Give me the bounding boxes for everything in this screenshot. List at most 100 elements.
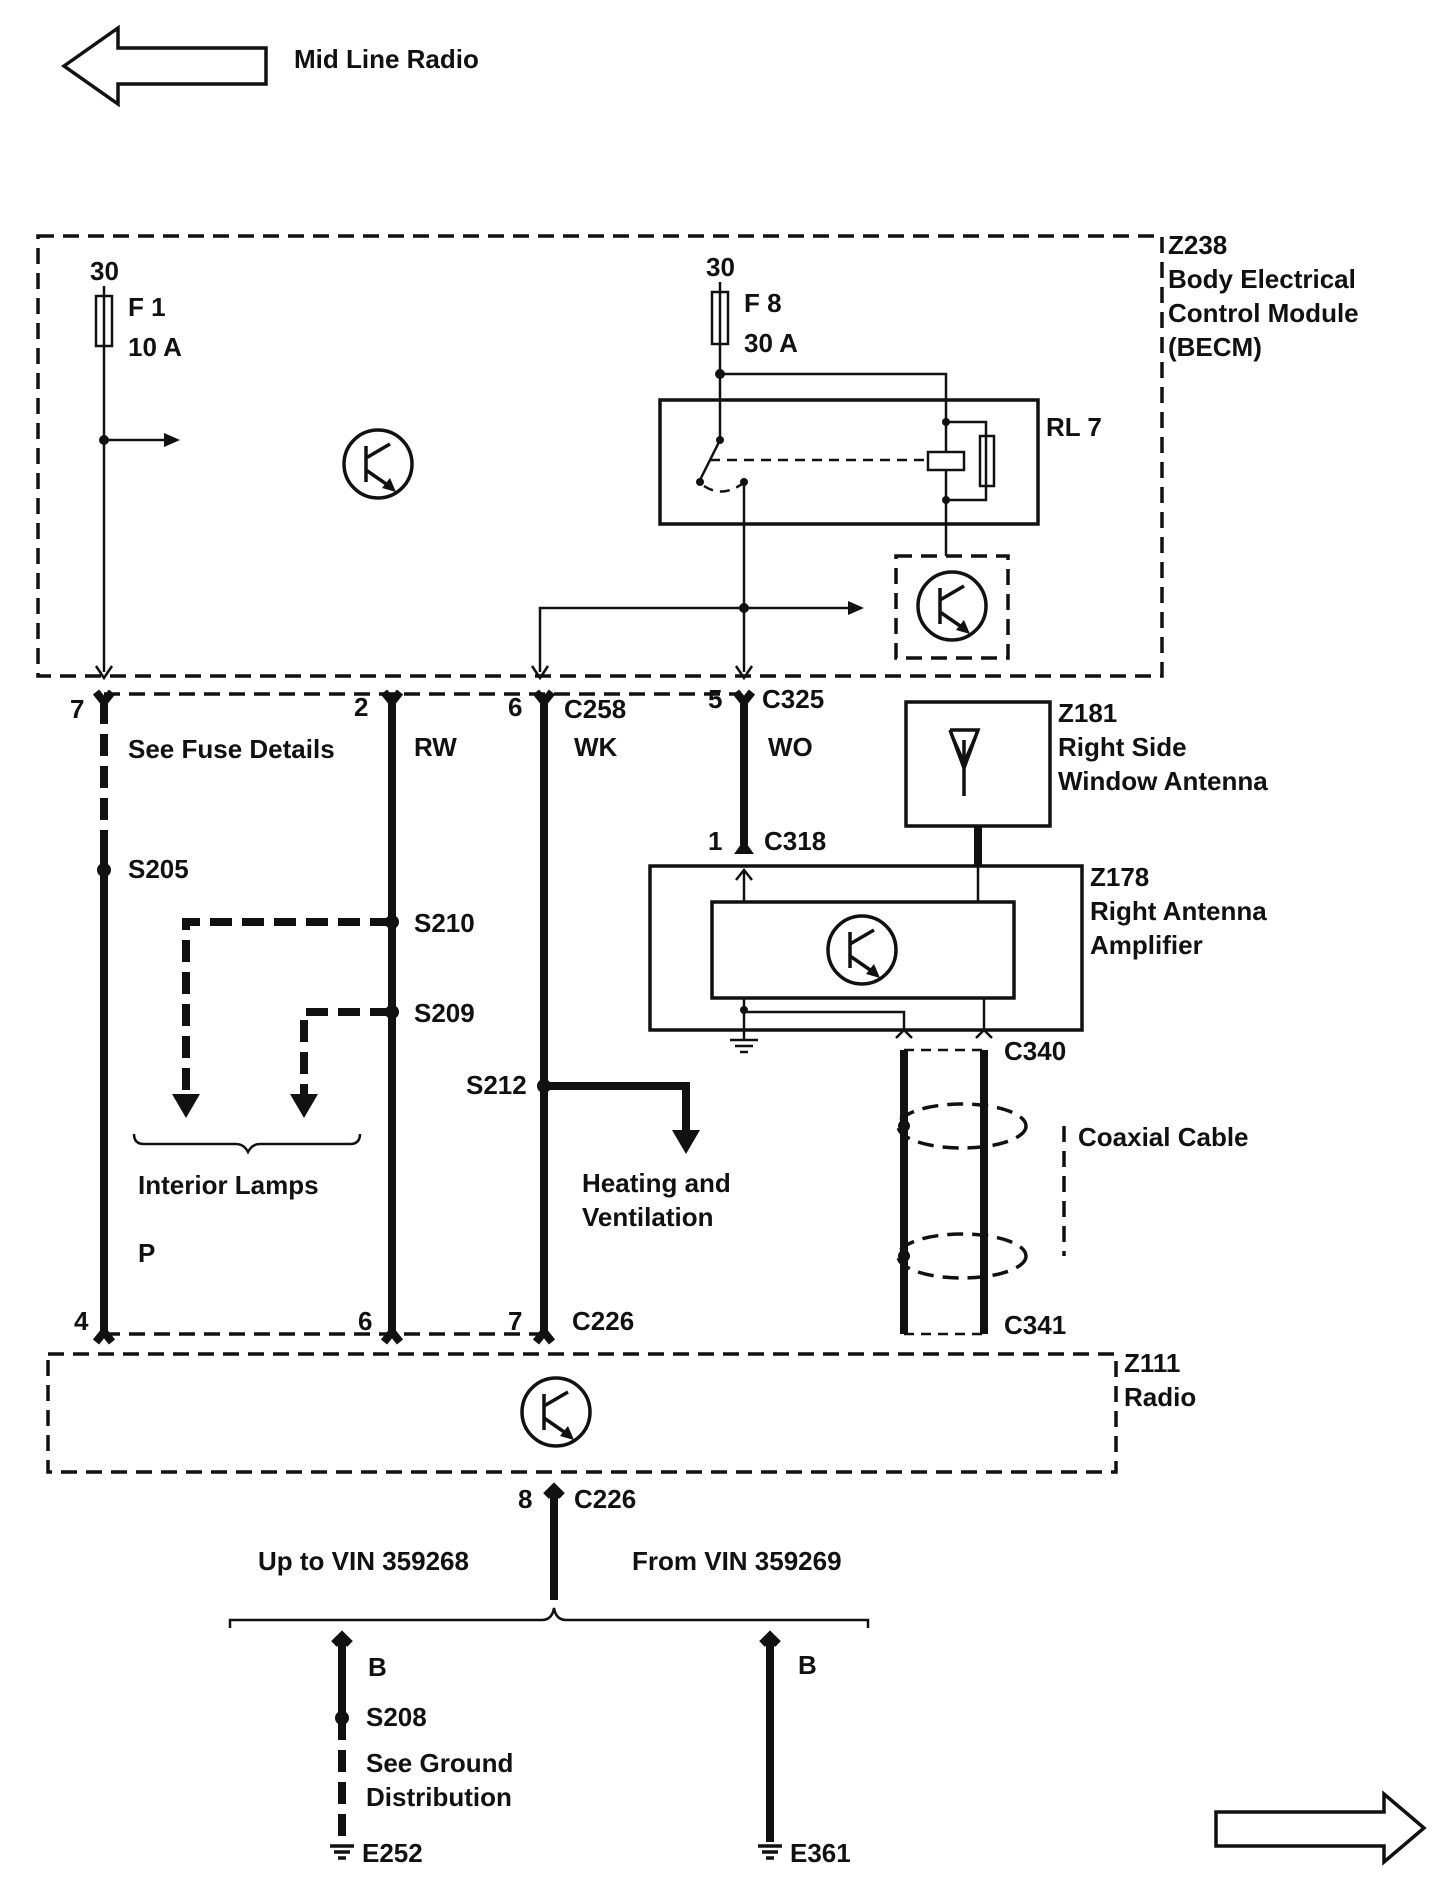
lamp-feed-1-arrow <box>172 1094 200 1118</box>
relay-rl7 <box>658 398 1040 526</box>
wo-signal-arrow <box>848 601 864 615</box>
fuse-details-note[interactable]: See Fuse Details <box>128 734 335 764</box>
connector-c318-label: C318 <box>764 826 826 856</box>
radio-electronics-icon <box>520 1376 592 1448</box>
c318-pin <box>734 840 754 854</box>
relay-coil-feed <box>720 372 948 422</box>
heating-feed <box>544 1082 690 1130</box>
coax-cable-symbol <box>896 1102 1066 1280</box>
heating-label-line1[interactable]: Heating and <box>582 1168 731 1198</box>
amplifier-line1: Right Antenna <box>1090 896 1267 926</box>
splice-s210-label: S210 <box>414 908 475 938</box>
pin-top-wo: 5 <box>708 684 722 714</box>
amplifier-box <box>648 864 1084 1032</box>
heating-feed-arrow <box>672 1130 700 1154</box>
amplifier-line2: Amplifier <box>1090 930 1203 960</box>
relay-driver-icon <box>916 570 988 642</box>
lamp-feed-2-arrow <box>290 1094 318 1118</box>
becm-module <box>36 234 1164 678</box>
pin-top-rw: 2 <box>354 692 368 722</box>
wk-signal-line <box>538 606 744 672</box>
wo-exit-arrow <box>734 665 754 681</box>
pin-c318: 1 <box>708 826 722 856</box>
splice-s205 <box>97 863 111 877</box>
splice-s205-label: S205 <box>128 854 189 884</box>
relay-label: RL 7 <box>1046 412 1102 442</box>
connector-c226-top-label: C226 <box>572 1306 634 1336</box>
interior-lamps-brace <box>132 1133 362 1155</box>
amp-internal-ground <box>730 998 993 1054</box>
wire-b-right-color: B <box>798 1650 817 1680</box>
wire-p-bottom-pin <box>92 1325 116 1345</box>
radio-module <box>46 1352 1118 1474</box>
connector-c340-label: C340 <box>1004 1036 1066 1066</box>
splice-s208-label: S208 <box>366 1702 427 1732</box>
fuse8-symbol <box>710 282 730 346</box>
splice-s209-label: S209 <box>414 998 475 1028</box>
becm-name-line2: Control Module <box>1168 298 1359 328</box>
wire-rw-color: RW <box>414 732 457 762</box>
ground-right-icon <box>758 1844 782 1860</box>
radio-id: Z111 <box>1124 1348 1180 1378</box>
next-page-arrow[interactable] <box>1214 1790 1427 1866</box>
lamp-feed-2 <box>300 1008 392 1094</box>
pin-bottom-wk: 7 <box>508 1306 522 1336</box>
connector-c226-bottom-label: C226 <box>574 1484 636 1514</box>
radio-ground-pin <box>543 1482 565 1499</box>
becm-id: Z238 <box>1168 230 1227 260</box>
antenna-id: Z181 <box>1058 698 1117 728</box>
connector-c258-label: C258 <box>564 694 626 724</box>
vin-up-label: Up to VIN 359268 <box>258 1546 469 1576</box>
connector-c341-label: C341 <box>1004 1310 1066 1340</box>
ground-note-line1[interactable]: See Ground <box>366 1748 513 1778</box>
ground-left-label: E252 <box>362 1838 423 1868</box>
ground-right-label: E361 <box>790 1838 851 1868</box>
splice-s212-label: S212 <box>466 1070 527 1100</box>
fuse8-name: F 8 <box>744 288 782 318</box>
antenna-line2: Window Antenna <box>1058 766 1268 796</box>
amplifier-id: Z178 <box>1090 862 1149 892</box>
coax-label: Coaxial Cable <box>1078 1122 1249 1152</box>
fuse1-supply: 30 <box>90 256 119 286</box>
vin-split-brace <box>228 1607 870 1628</box>
pin-radio-ground: 8 <box>518 1484 532 1514</box>
fuse1-rating: 10 A <box>128 332 182 362</box>
becm-electronics-icon <box>342 428 414 500</box>
ground-left-pin <box>331 1630 353 1647</box>
wk-exit-arrow <box>530 665 550 681</box>
interior-lamps-label[interactable]: Interior Lamps <box>138 1170 319 1200</box>
pin-top-wk: 6 <box>508 692 522 722</box>
connector-c325-label: C325 <box>762 684 824 714</box>
radio-name: Radio <box>1124 1382 1196 1412</box>
pin-top-p: 7 <box>70 694 84 724</box>
relay-driver-box <box>894 554 1010 660</box>
antenna-box <box>904 700 1052 828</box>
fuse1-symbol <box>94 286 114 348</box>
ground-left-icon <box>330 1844 354 1860</box>
amplifier-electronics-icon <box>826 914 898 986</box>
wire-wo-color: WO <box>768 732 813 762</box>
wire-wk-color: WK <box>574 732 618 762</box>
fuse1-name: F 1 <box>128 292 166 322</box>
becm-name-line3: (BECM) <box>1168 332 1262 362</box>
pin-bottom-p: 4 <box>74 1306 89 1336</box>
fuse1-tap-arrow <box>164 433 180 447</box>
ground-right-pin <box>759 1630 781 1647</box>
heating-label-line2[interactable]: Ventilation <box>582 1202 713 1232</box>
wire-rw-bottom-pin <box>380 1325 404 1345</box>
wire-p-color: P <box>138 1238 155 1268</box>
wire-b-left-color: B <box>368 1652 387 1682</box>
lamp-feed-1 <box>182 918 392 1094</box>
wire-wk-bottom-pin <box>532 1325 556 1345</box>
amp-input-arrow <box>735 867 753 881</box>
fuse8-supply: 30 <box>706 252 735 282</box>
prev-page-arrow[interactable] <box>60 24 268 108</box>
prev-page-label: Mid Line Radio <box>294 44 479 74</box>
vin-from-label: From VIN 359269 <box>632 1546 842 1576</box>
antenna-icon <box>948 728 981 796</box>
pin-bottom-rw: 6 <box>358 1306 372 1336</box>
ground-note-line2[interactable]: Distribution <box>366 1782 512 1812</box>
becm-name-line1: Body Electrical <box>1168 264 1356 294</box>
splice-s208 <box>335 1711 349 1725</box>
